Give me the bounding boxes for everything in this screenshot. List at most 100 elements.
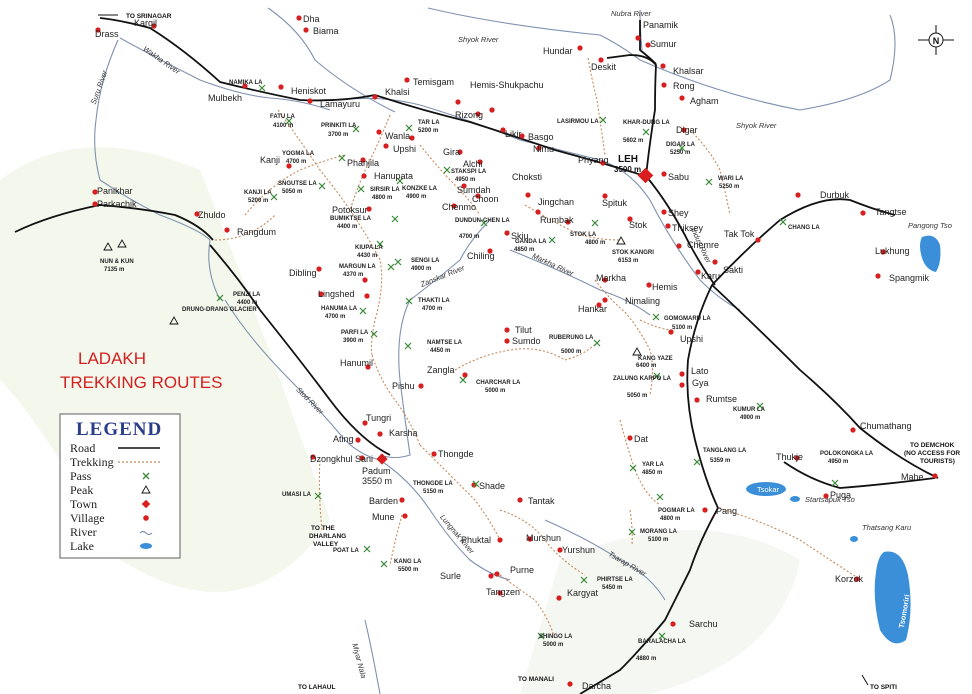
village-labels: Drass Kargil Mulbekh Heniskot Lamayuru K… [95, 14, 930, 691]
map-title: LADAKH TREKKING ROUTES [60, 349, 222, 392]
pass-alt: 5200 m [248, 198, 268, 204]
pass-label: YOGMA LA [282, 151, 315, 157]
village-label: Mune [372, 512, 395, 522]
village-label: Upshi [680, 334, 703, 344]
trek-route [454, 339, 601, 371]
pass-label: ZALUNG KARPO LA [613, 376, 672, 382]
village-label: Heniskot [291, 86, 327, 96]
village-label: Dibling [289, 268, 317, 278]
village-dot-icon [602, 297, 608, 303]
pass-label: TANGLANG LA [703, 448, 747, 454]
village-label: Tangtse [875, 207, 907, 217]
pass-alt: 4100 m [273, 123, 293, 129]
town-padum: Padum [362, 466, 391, 476]
pass-cross-icon [548, 236, 556, 244]
legend-cross-icon [142, 472, 150, 480]
suru-river-line [94, 39, 221, 301]
village-label: Choksti [512, 172, 542, 182]
compass: N [918, 25, 954, 55]
pass-labels: NAMIKA LA FATU LA 4100 m PRINKITI LA 370… [229, 80, 874, 662]
road-line [209, 244, 391, 456]
village-label: Stok [629, 220, 648, 230]
trek-route [389, 514, 403, 566]
village-label: Gya [692, 378, 709, 388]
village-dot-icon [95, 27, 101, 33]
pass-label: BUMIKTSE LA [330, 216, 372, 222]
dir-demchok-2: (NO ACCESS FOR [904, 450, 960, 457]
pass-cross-icon [443, 166, 451, 174]
arrow-icon [861, 674, 869, 686]
village-dot-icon [557, 547, 563, 553]
village-dot-icon [661, 82, 667, 88]
startsapuk-lake [790, 496, 800, 502]
village-label: Tangzen [486, 587, 520, 597]
village-label: Phuktal [461, 535, 491, 545]
village-dot-icon [364, 293, 370, 299]
legend-lake-icon [140, 543, 152, 549]
village-label: Choon [472, 194, 499, 204]
markha-river-line [509, 249, 651, 316]
village-dot-icon [577, 45, 583, 51]
pass-cross-icon [380, 560, 388, 568]
pass-label: LASIRMOU LA [557, 119, 599, 125]
pass-cross-icon [779, 218, 787, 226]
pass-cross-icon [580, 576, 588, 584]
village-dot-icon [525, 192, 531, 198]
trek-route [419, 444, 501, 541]
pass-cross-icon [370, 330, 378, 338]
trek-route [639, 319, 676, 331]
pass-alt: 4700 m [325, 314, 345, 320]
village-dot-icon [303, 27, 309, 33]
village-label: Thiksey [672, 223, 704, 233]
pass-label: MORANG LA [640, 529, 678, 535]
pass-cross-icon [472, 480, 480, 488]
pass-cross-icon [480, 219, 488, 227]
rivers [94, 7, 896, 694]
pass-cross-icon [405, 297, 413, 305]
village-dot-icon [475, 193, 481, 199]
village-label: Lato [691, 366, 709, 376]
village-label: Zhuldo [198, 210, 226, 220]
pass-cross-icon [652, 313, 660, 321]
village-dot-icon [404, 77, 410, 83]
village-label: Kargyat [567, 588, 599, 598]
compass-north: N [933, 36, 940, 46]
village-dot-icon [854, 576, 860, 582]
village-label: Chiling [467, 251, 495, 261]
town-padum-alt: 3550 m [362, 476, 392, 486]
pass-cross-icon [831, 479, 839, 487]
village-dot-icon [455, 99, 461, 105]
village-dot-icon [556, 595, 562, 601]
pass-alt: 4450 m [430, 348, 450, 354]
village-label: Chumathang [860, 421, 912, 431]
village-dot-icon [676, 243, 682, 249]
village-dot-icon [702, 507, 708, 513]
town-leh-alt: 3500 m [614, 165, 641, 174]
pass-alt: 4400 m [237, 300, 257, 306]
river-label: Miyar Nala [350, 642, 368, 679]
village-label: Chemre [687, 240, 719, 250]
trek-route [419, 144, 481, 216]
village-dot-icon [359, 455, 365, 461]
peak-triangle-icon [117, 239, 127, 248]
village-dot-icon [668, 329, 674, 335]
village-dot-icon [519, 133, 525, 139]
peak-alt: 7135 m [104, 267, 124, 273]
village-dot-icon [362, 277, 368, 283]
village-label: Hanumil [340, 358, 373, 368]
village-dot-icon [600, 160, 606, 166]
legend-lake-label: Lake [70, 539, 94, 553]
tsarap-river-line [544, 519, 666, 601]
village-dot-icon [366, 206, 372, 212]
pass-label: YAR LA [642, 462, 664, 468]
pass-alt: 5450 m [602, 585, 622, 591]
village-label: Wanla [385, 131, 410, 141]
village-label: Mulbekh [208, 93, 242, 103]
peaks: NUN & KUN 7135 m DRUNG-DRANG GLACIER STO… [100, 236, 673, 369]
pass-alt: 4800 m [660, 516, 680, 522]
village-dot-icon [504, 230, 510, 236]
village-label: Pishu [392, 381, 415, 391]
village-dot-icon [477, 159, 483, 165]
lake-label: Pangong Tso [908, 221, 952, 230]
village-label: Thongde [438, 449, 474, 459]
